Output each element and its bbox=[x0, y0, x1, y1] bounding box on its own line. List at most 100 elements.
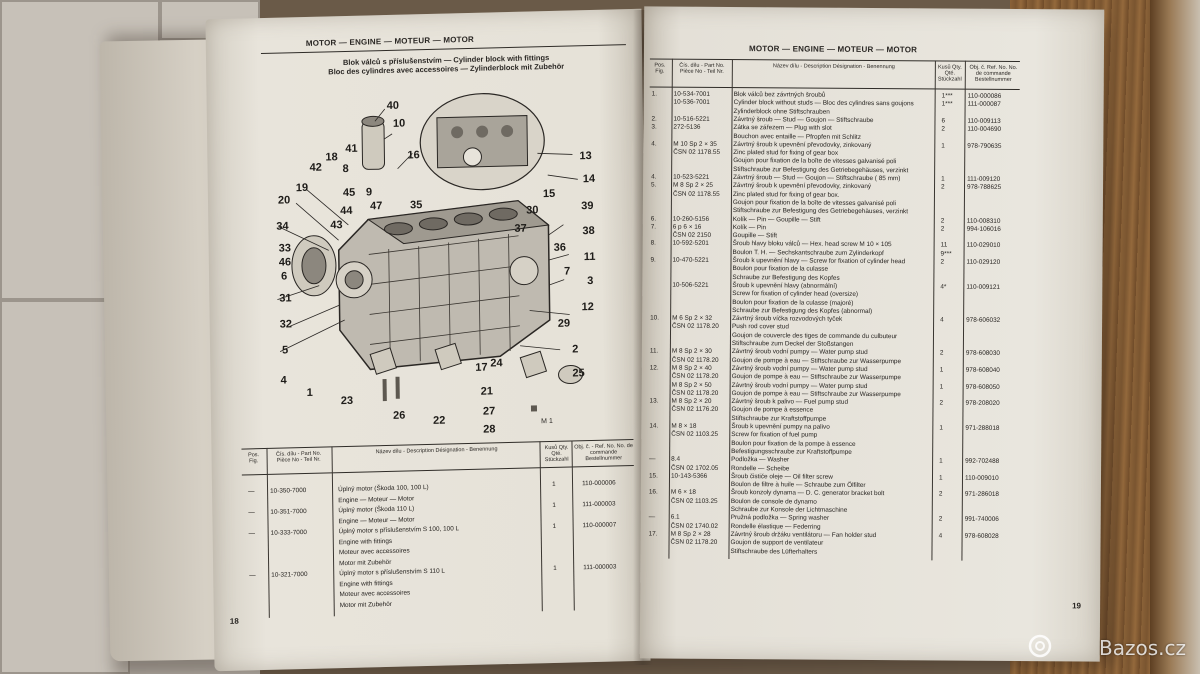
table-cell-desc: Goujon de couvercle des tiges de command… bbox=[731, 331, 898, 340]
table-cell-pos: 14. bbox=[649, 422, 659, 430]
table-cell-desc: Engine with fittings bbox=[339, 579, 393, 588]
table-cell-desc: Závrtný šroub vodní pumpy — Water pump s… bbox=[731, 381, 868, 390]
col-ref-header: Obj. č. Ref. No. No. de commande Bestell… bbox=[969, 64, 1018, 83]
callout-13: 13 bbox=[579, 150, 591, 162]
table-cell-desc: Screw for fixation of fuel pump bbox=[731, 431, 818, 439]
detail-inset bbox=[419, 93, 545, 191]
table-cell-part: 10-350-7000 bbox=[270, 486, 307, 495]
col-part-header: Čís. dílu - Part No. Pièce No - Teil Nr. bbox=[679, 62, 725, 75]
table-cell-qty: 6 bbox=[941, 117, 946, 125]
callout-27: 27 bbox=[483, 405, 495, 417]
callout-46: 46 bbox=[279, 256, 291, 268]
table-cell-pos: 4. bbox=[651, 140, 657, 148]
table-cell-ref: 978-608028 bbox=[964, 532, 999, 540]
table-cell-desc: Bouchon avec entaille — Pfropfen mit Sch… bbox=[733, 132, 861, 141]
bearing-caps bbox=[369, 342, 584, 412]
table-cell-ref: 991-740006 bbox=[964, 515, 999, 524]
callout-20: 20 bbox=[278, 194, 290, 206]
table-cell-part: ČSN 02 1702.05 bbox=[671, 464, 719, 472]
table-cell-part: 10-523-5221 bbox=[673, 173, 710, 181]
table-cell-part: M 8 × 18 bbox=[671, 422, 697, 430]
table-cell-desc: Rondelle élastique — Federring bbox=[730, 522, 821, 531]
callout-39: 39 bbox=[581, 200, 593, 212]
table-cell-desc: Boulon pour fixation de la culasse (majo… bbox=[732, 298, 854, 307]
table-cell-qty: 1*** bbox=[941, 100, 953, 108]
table-cell-ref: 978-608030 bbox=[965, 349, 1001, 358]
table-cell-pos: 16. bbox=[648, 488, 658, 496]
callout-31: 31 bbox=[279, 292, 291, 304]
table-cell-desc: Goujon de pompe à eau — Stiftschraube zu… bbox=[731, 356, 902, 365]
table-cell-desc: Engine — Moteur — Motor bbox=[338, 515, 415, 525]
callout-24: 24 bbox=[490, 357, 503, 369]
callout-35: 35 bbox=[410, 199, 422, 211]
table-cell-desc: Goupille — Stift bbox=[732, 232, 778, 240]
table-cell-ref: 110-008310 bbox=[966, 217, 1001, 225]
watermark-text: Bazos.cz bbox=[1099, 636, 1186, 660]
table-cell-desc: Šroub konzoly dynama — D. C. generator b… bbox=[730, 489, 885, 498]
table-cell-part: M 8 Sp 2 × 30 bbox=[671, 347, 712, 356]
oil-filter-housing bbox=[361, 115, 386, 170]
col-qty-header: Kusů Qty. Qté. Stückzahl bbox=[937, 64, 962, 83]
bazos-logo-icon bbox=[1028, 634, 1052, 658]
table-cell-desc: Pružná podložka — Spring washer bbox=[730, 514, 830, 523]
callout-23: 23 bbox=[341, 395, 353, 407]
table-cell-part: ČSN 02 1176.20 bbox=[671, 405, 719, 414]
table-cell-part: ČSN 02 1178.55 bbox=[672, 190, 720, 198]
table-cell-pos: 7. bbox=[650, 223, 657, 231]
table-cell-qty: 2 bbox=[941, 183, 945, 191]
table-cell-part: M 8 Sp 2 × 20 bbox=[671, 397, 712, 405]
table-cell-part: M 10 Sp 2 × 35 bbox=[673, 140, 717, 148]
table-cell-part: M 8 Sp 2 × 40 bbox=[671, 364, 712, 372]
table-cell-part: M 6 Sp 2 × 32 bbox=[672, 314, 713, 322]
left-page-header: MOTOR — ENGINE — MOTEUR — MOTOR bbox=[305, 34, 475, 48]
page-number-left: 18 bbox=[229, 616, 239, 626]
table-cell-qty: 4 bbox=[940, 316, 944, 324]
callout-42: 42 bbox=[309, 162, 321, 174]
table-cell-desc: Závrtný šroub — Stud — Goujon — Stiftsch… bbox=[733, 115, 874, 124]
table-cell-pos: 12. bbox=[649, 364, 659, 372]
table-cell-desc: Šroub k upevnění hlavy (abnormální) bbox=[732, 281, 838, 290]
table-cell-desc: Úplný motor (Škoda 100, 100 L) bbox=[338, 483, 429, 494]
callout-numbers: 40 10 41 16 13 18 42 8 14 19 45 9 15 20 … bbox=[276, 100, 596, 436]
table-cell-desc: Závrtný šroub k upevnění převodovky, zin… bbox=[733, 182, 872, 191]
callout-17: 17 bbox=[475, 362, 487, 374]
table-cell-desc: Boulon de filtre à huile — Schraube zum … bbox=[730, 481, 866, 490]
col-ref-header: Obj. č. - Ref. No. No. de commande Beste… bbox=[574, 443, 633, 463]
col-pos-header: Pos. Fig. bbox=[654, 62, 666, 75]
table-cell-part: 10-470-5221 bbox=[672, 256, 709, 264]
callout-6: 6 bbox=[281, 270, 287, 282]
callout-45: 45 bbox=[343, 187, 355, 199]
table-cell-pos: 3. bbox=[651, 123, 657, 131]
table-cell-desc: Závrtný šroub k upevnění převodovky, zin… bbox=[733, 140, 872, 149]
table-cell-desc: Šroub hlavy bloku válců — Hex. head scre… bbox=[732, 240, 892, 249]
page-number-right: 19 bbox=[1072, 601, 1082, 611]
table-cell-ref: 110-004690 bbox=[967, 125, 1002, 134]
table-cell-desc: Šroub k upevnění pumpy na palivo bbox=[731, 423, 830, 431]
table-cell-part: M 6 × 18 bbox=[670, 488, 696, 497]
callout-33: 33 bbox=[279, 242, 291, 254]
table-cell-qty: 2 bbox=[941, 125, 946, 133]
callout-47: 47 bbox=[370, 200, 382, 212]
table-cell-part: M 8 Sp 2 × 28 bbox=[670, 530, 711, 538]
table-cell-desc: Engine with fittings bbox=[338, 537, 393, 546]
table-cell-desc: Stiftschraube zur Kraftstoffpumpe bbox=[731, 414, 827, 423]
callout-11: 11 bbox=[584, 251, 596, 263]
table-cell-desc: Závrtný šroub vodní pumpy — Water pump s… bbox=[731, 364, 868, 373]
table-cell-part: ČSN 02 1103.25 bbox=[670, 497, 718, 505]
table-cell-desc: Rondelle — Scheibe bbox=[731, 464, 790, 472]
table-cell-desc: Cylinder block without studs — Bloc des … bbox=[733, 99, 914, 108]
table-cell-desc: Stiftschraube zum Deckel der Stoßstangen bbox=[731, 340, 854, 348]
table-cell-desc: Podložka — Washer bbox=[731, 456, 790, 464]
table-cell-desc: Befestigungsschraube zur Kraftstoffpumpe bbox=[731, 447, 852, 456]
table-edge bbox=[1150, 0, 1200, 674]
col-qty-header: Kusů Qty. Qté. Stückzahl bbox=[544, 444, 569, 464]
table-cell-desc: Blok válců bez závrtných šroubů bbox=[733, 91, 826, 99]
leader-lines bbox=[277, 108, 578, 352]
table-cell-ref: 110-009010 bbox=[964, 474, 999, 482]
table-cell-part: ČSN 02 1103.25 bbox=[671, 430, 719, 439]
table-cell-desc: Závrtný šroub vodní pumpy — Water pump s… bbox=[731, 348, 868, 357]
table-cell-desc: Boulon T. H. — Sechskantschraube zum Zyl… bbox=[732, 248, 884, 257]
table-cell-pos: 5. bbox=[651, 181, 657, 189]
table-cell-desc: Motor mit Zubehör bbox=[339, 558, 392, 567]
